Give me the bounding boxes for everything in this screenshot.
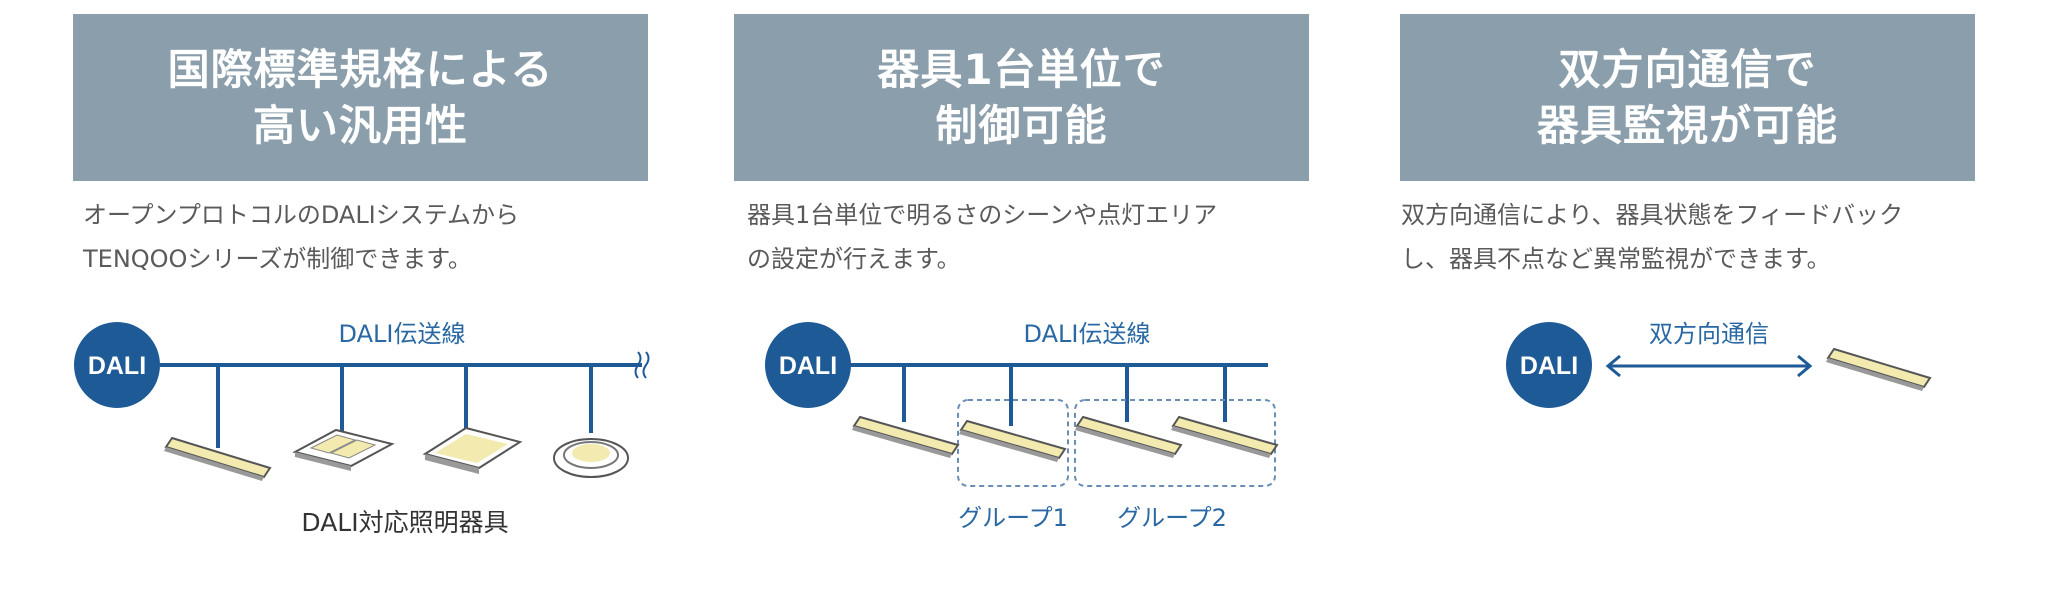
dali-badge-label: DALI	[88, 352, 146, 380]
panel-description: オープンプロトコルのDALIシステムから TENQOOシリーズが制御できます。	[83, 193, 519, 281]
double-arrow-icon	[1605, 354, 1813, 378]
panel-title-line: 双方向通信で	[1558, 44, 1817, 94]
panel-title-line: 高い汎用性	[252, 100, 468, 150]
square-panel-light-icon	[422, 426, 523, 474]
panel-title: 国際標準規格による 高い汎用性	[73, 14, 648, 181]
linear-light-icon	[1171, 415, 1279, 458]
dali-badge: DALI	[74, 322, 160, 408]
group-2-outline	[1074, 399, 1276, 487]
dali-badge-label: DALI	[779, 352, 837, 380]
bus-label: DALI伝送線	[339, 320, 466, 348]
fixtures-caption: DALI対応照明器具	[301, 508, 508, 537]
line-break-icon	[634, 351, 650, 379]
panel-title: 器具1台単位で 制御可能	[734, 14, 1309, 181]
panel-bidirectional: 双方向通信で 器具監視が可能 双方向通信により、器具状態をフィードバック し、器…	[1370, 0, 2048, 600]
description-line: し、器具不点など異常監視ができます。	[1401, 245, 1831, 273]
panel-title-line: 制御可能	[935, 100, 1108, 150]
panel-title-line: 国際標準規格による	[167, 44, 554, 94]
panel-description: 器具1台単位で明るさのシーンや点灯エリア の設定が行えます。	[747, 193, 1217, 281]
dali-group-diagram: DALI伝送線 DALI グループ1 グループ	[765, 320, 1279, 532]
linear-light-icon	[1075, 415, 1183, 458]
dali-badge: DALI	[765, 322, 851, 408]
panel-title: 双方向通信で 器具監視が可能	[1400, 14, 1975, 181]
downlight-icon	[553, 438, 629, 478]
panel-title-line: 器具1台単位で	[877, 44, 1166, 94]
linear-light-icon	[852, 415, 960, 458]
linear-light-icon	[959, 419, 1067, 462]
description-line: の設定が行えます。	[747, 245, 961, 273]
panel-description: 双方向通信により、器具状態をフィードバック し、器具不点など異常監視ができます。	[1401, 193, 1903, 281]
linear-light-icon	[164, 436, 272, 481]
description-line: TENQOOシリーズが制御できます。	[83, 245, 472, 273]
bidirectional-diagram: DALI 双方向通信	[1506, 320, 1932, 408]
dali-badge: DALI	[1506, 322, 1592, 408]
panel-individual-control: 器具1台単位で 制御可能 器具1台単位で明るさのシーンや点灯エリア の設定が行え…	[680, 0, 1370, 600]
bus-label: DALI伝送線	[1024, 320, 1151, 348]
panel-title-line: 器具監視が可能	[1536, 100, 1838, 150]
link-label: 双方向通信	[1649, 320, 1769, 348]
description-line: オープンプロトコルのDALIシステムから	[83, 201, 520, 229]
panel-standard: 国際標準規格による 高い汎用性 オープンプロトコルのDALIシステムから TEN…	[0, 0, 680, 600]
description-line: 双方向通信により、器具状態をフィードバック	[1401, 201, 1904, 229]
dali-bus-diagram: DALI伝送線 DALI	[74, 320, 650, 537]
description-line: 器具1台単位で明るさのシーンや点灯エリア	[747, 201, 1218, 229]
group-1-label: グループ1	[958, 504, 1068, 532]
group-1-outline	[957, 399, 1069, 487]
group-2-label: グループ2	[1117, 504, 1227, 532]
square-grille-light-icon	[292, 428, 395, 471]
dali-badge-label: DALI	[1520, 352, 1578, 380]
linear-light-icon	[1826, 347, 1932, 391]
